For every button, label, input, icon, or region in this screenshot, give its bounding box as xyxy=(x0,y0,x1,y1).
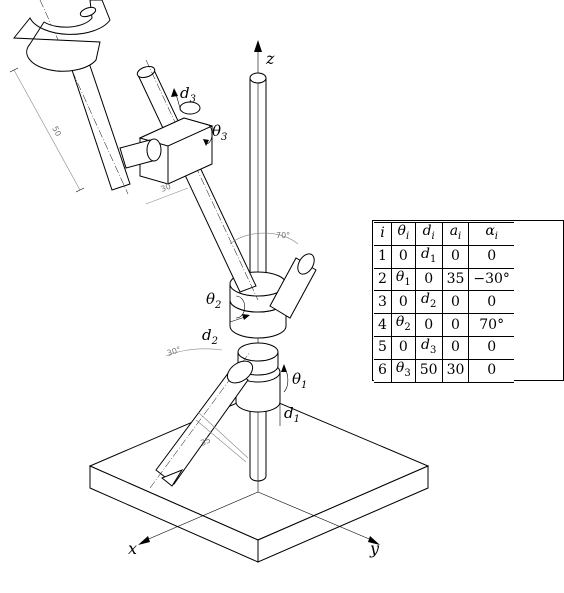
table-cell: 6 xyxy=(374,358,392,383)
axis-label-y: y xyxy=(369,539,380,558)
table-cell: 35 xyxy=(441,267,470,292)
table-cell: d3 xyxy=(414,335,443,360)
table-cell: 70° xyxy=(468,313,514,337)
table-cell: 0 xyxy=(468,335,514,360)
table-cell: 0 xyxy=(468,290,514,315)
table-cell: θ2 xyxy=(390,313,416,337)
vertical-column xyxy=(249,72,267,482)
table-cell: 0 xyxy=(390,335,416,360)
table-cell: θ1 xyxy=(390,267,416,292)
label-theta3: θ3 xyxy=(212,122,227,143)
axis-label-x: x xyxy=(128,539,137,558)
table-cell: −30° xyxy=(468,267,514,292)
dim-70-label: 70° xyxy=(276,231,290,240)
table-cell: 3 xyxy=(374,290,392,315)
header-theta: θi xyxy=(390,222,416,246)
label-d3: d3 xyxy=(180,84,196,105)
table-cell: θ3 xyxy=(390,358,416,383)
dim-30-label: 30 xyxy=(159,182,172,194)
table-cell: 0 xyxy=(414,313,443,337)
table-cell: d1 xyxy=(414,244,443,269)
table-cell: 4 xyxy=(374,313,392,337)
table-cell: 0 xyxy=(390,244,416,269)
label-d1: d1 xyxy=(284,404,300,425)
header-d: di xyxy=(414,222,443,246)
lower-arm xyxy=(149,351,254,489)
dim-30-angle-label: 30° xyxy=(166,345,182,358)
wrist-block xyxy=(119,101,214,185)
gripper xyxy=(12,0,131,195)
header-i: i xyxy=(374,222,392,246)
label-theta1: θ1 xyxy=(292,370,307,391)
dimension-30: 30 xyxy=(145,182,189,205)
table-cell: 1 xyxy=(374,244,392,269)
table-cell: d2 xyxy=(414,290,443,315)
table-cell: 0 xyxy=(441,244,470,269)
header-a: ai xyxy=(441,222,470,246)
dimension-angle-70: 70° xyxy=(229,231,299,245)
table-cell: 50 xyxy=(414,358,443,383)
table-cell: 0 xyxy=(441,335,470,360)
table-cell: 30 xyxy=(441,358,470,383)
base-plate xyxy=(88,393,430,563)
label-theta2: θ2 xyxy=(206,290,221,311)
dimension-50: 50 xyxy=(9,67,85,193)
dim-50-label: 50 xyxy=(50,125,63,138)
joint-labels: θ1 d1 θ2 d2 d3 θ3 xyxy=(171,84,307,426)
table-cell: 0 xyxy=(468,244,514,269)
dim-35-label: 35 xyxy=(199,435,212,447)
table-cell: 2 xyxy=(374,267,392,292)
header-alpha: αi xyxy=(468,222,514,246)
label-d2: d2 xyxy=(202,326,218,347)
table-cell: 5 xyxy=(374,335,392,360)
table-header-row: i θi di ai αi xyxy=(374,222,514,246)
table-cell: 0 xyxy=(468,358,514,383)
table-cell: 0 xyxy=(441,290,470,315)
table-cell: 0 xyxy=(441,313,470,337)
dimension-angle-30: 30° xyxy=(166,345,223,358)
dimension-35: 35 xyxy=(195,411,249,463)
table-cell: 0 xyxy=(390,290,416,315)
table-cell: 0 xyxy=(414,267,443,292)
axis-label-z: z xyxy=(265,49,275,68)
